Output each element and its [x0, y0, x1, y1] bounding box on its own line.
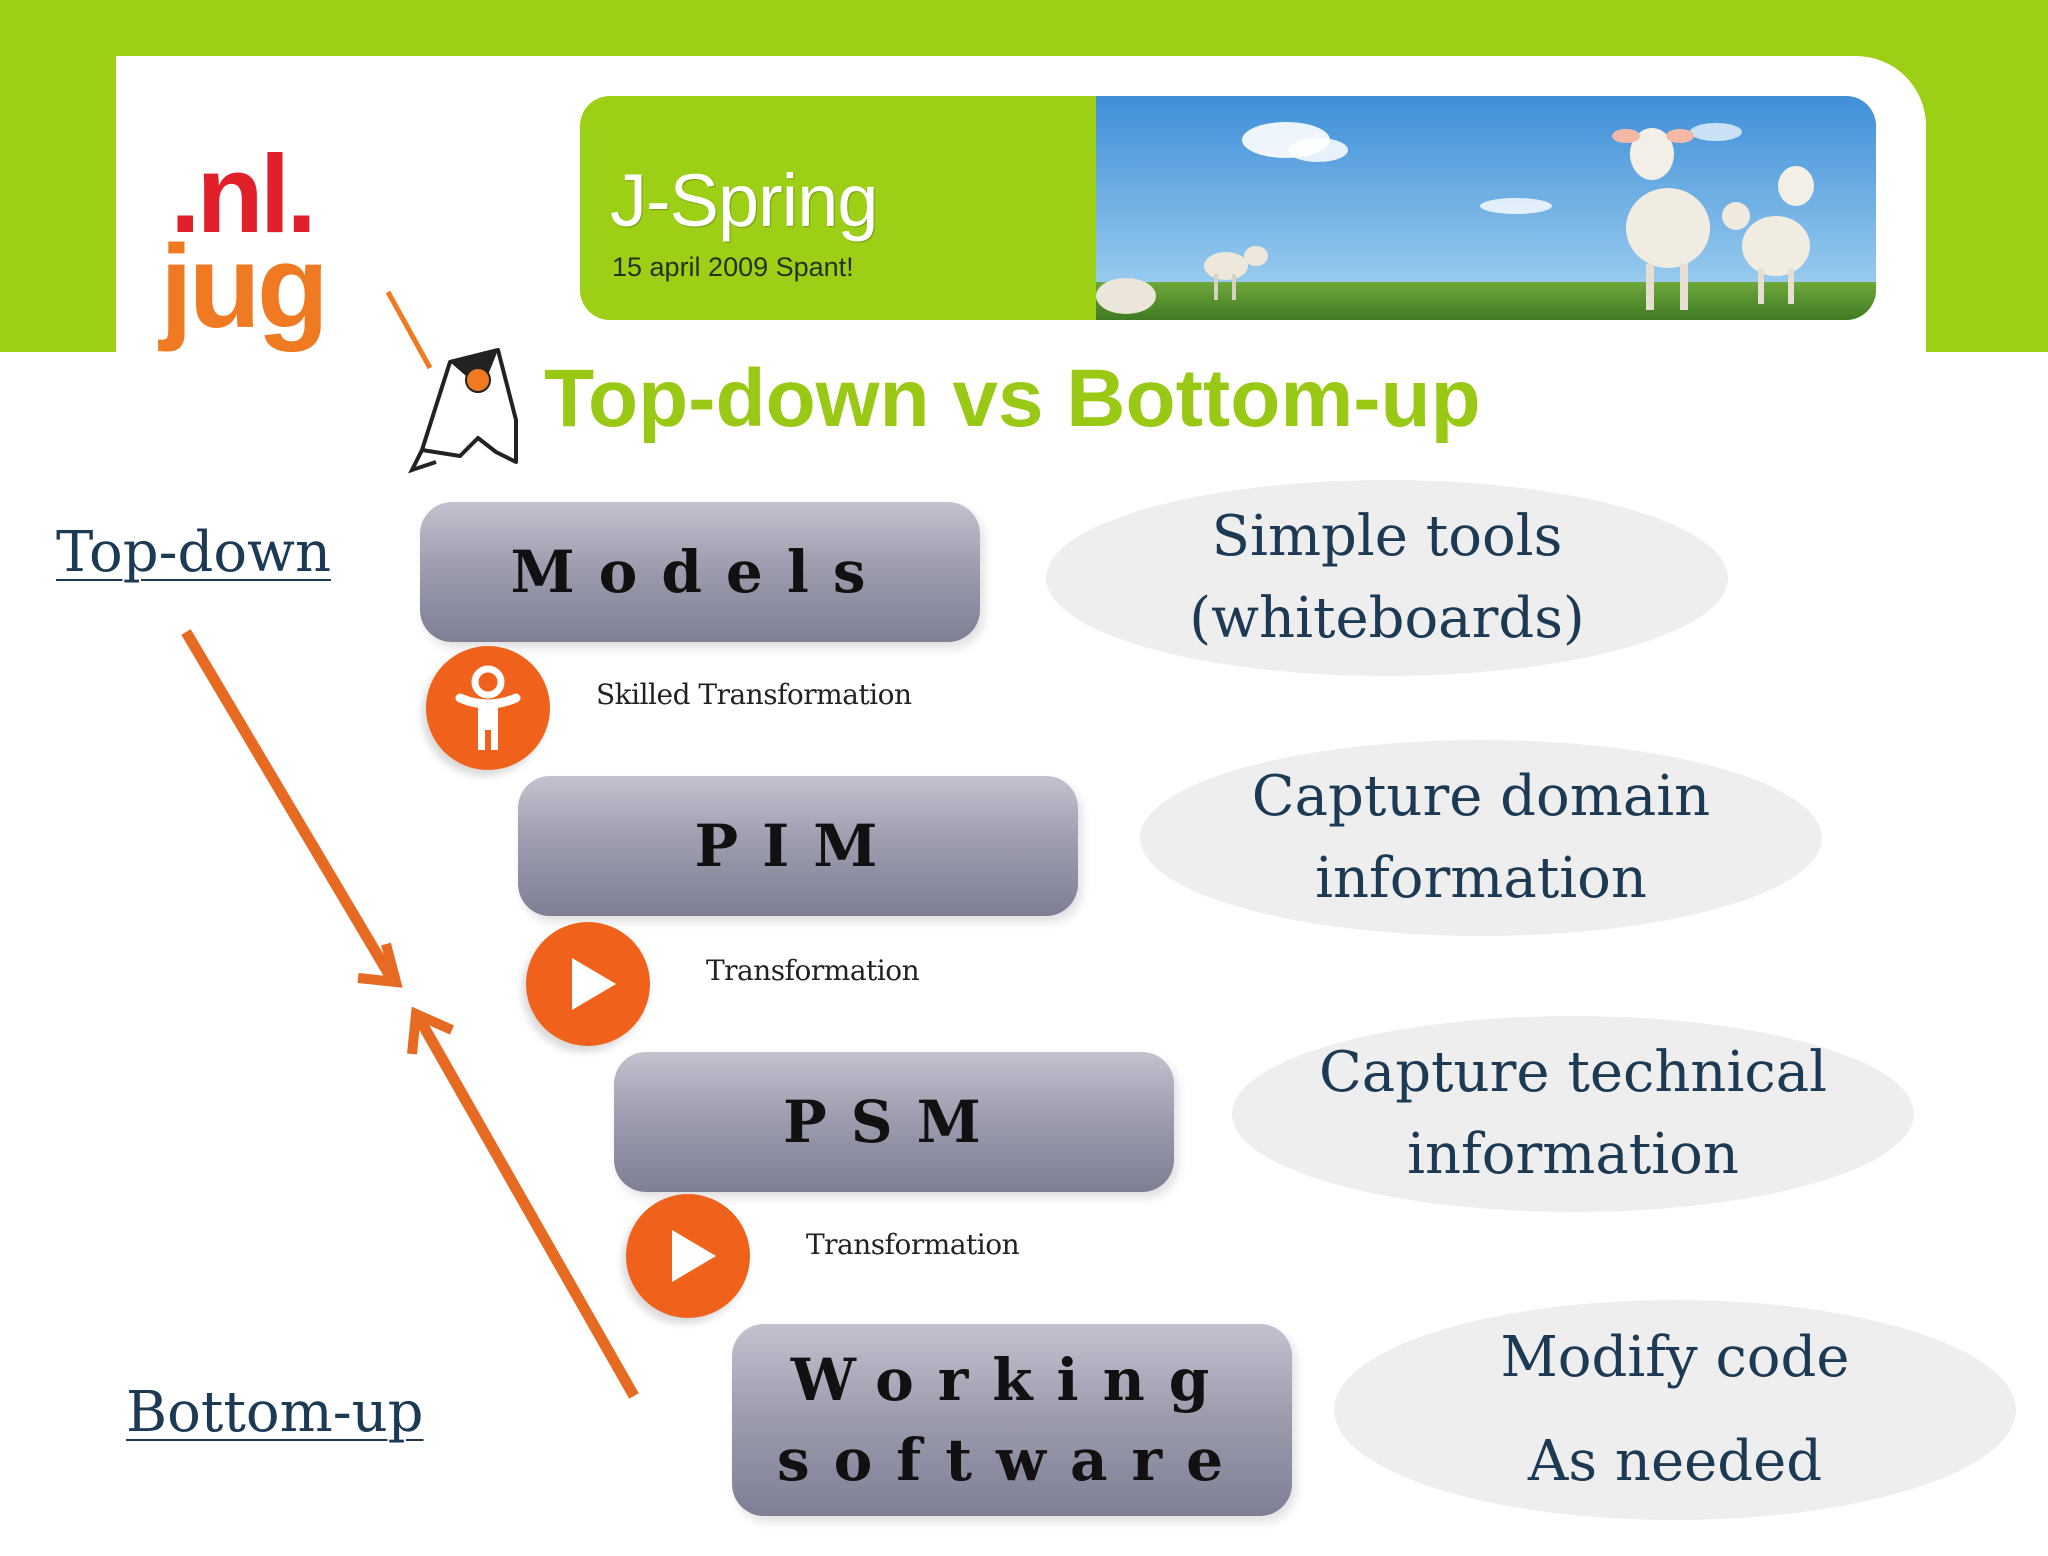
note-4-line1: Modify code	[1500, 1325, 1850, 1390]
note-1-line1: Simple tools	[1211, 504, 1563, 569]
slide-title: Top-down vs Bottom-up	[544, 353, 1481, 444]
nljug-logo: .nl. jug	[160, 133, 518, 474]
note-simple-tools: Simple tools (whiteboards)	[1046, 480, 1728, 676]
play-icon	[626, 1194, 750, 1318]
note-capture-domain: Capture domain information	[1140, 740, 1822, 936]
play-icon	[526, 922, 650, 1046]
note-4-line2: As needed	[1527, 1429, 1823, 1494]
top-down-arrow	[181, 629, 403, 988]
duke-mascot-icon	[385, 290, 518, 474]
level-psm: PSM	[614, 1052, 1174, 1192]
logo-text-jug: jug	[160, 221, 329, 353]
note-3-line1: Capture technical	[1318, 1040, 1828, 1105]
banner-title: J-Spring	[610, 159, 879, 242]
note-2-line1: Capture domain	[1251, 764, 1711, 829]
note-capture-technical: Capture technical information	[1232, 1016, 1914, 1212]
note-2-line2: information	[1315, 846, 1647, 911]
level-pim: PIM	[518, 776, 1078, 916]
transformation-label-2: Transformation	[706, 954, 920, 987]
bottom-up-label: Bottom-up	[126, 1380, 424, 1445]
note-modify-code: Modify code As needed	[1334, 1300, 2016, 1520]
top-down-label: Top-down	[56, 520, 332, 585]
transformation-label-3: Transformation	[806, 1228, 1020, 1261]
level-working-line1: Working	[790, 1346, 1234, 1414]
note-1-line2: (whiteboards)	[1189, 586, 1585, 651]
level-working-line2: software	[776, 1426, 1248, 1494]
transformation-label-1: Skilled Transformation	[596, 678, 912, 711]
event-banner: J-Spring 15 april 2009 Spant!	[580, 96, 1876, 320]
logo-text-nl: .nl.	[170, 133, 317, 256]
banner-subtitle: 15 april 2009 Spant!	[612, 252, 854, 282]
lambs-photo	[1096, 96, 1876, 320]
note-3-line2: information	[1407, 1122, 1739, 1187]
bottom-up-arrow	[407, 1006, 639, 1399]
level-working-software: Working software	[732, 1324, 1292, 1516]
level-models: Models	[420, 502, 980, 642]
person-icon	[426, 646, 550, 770]
